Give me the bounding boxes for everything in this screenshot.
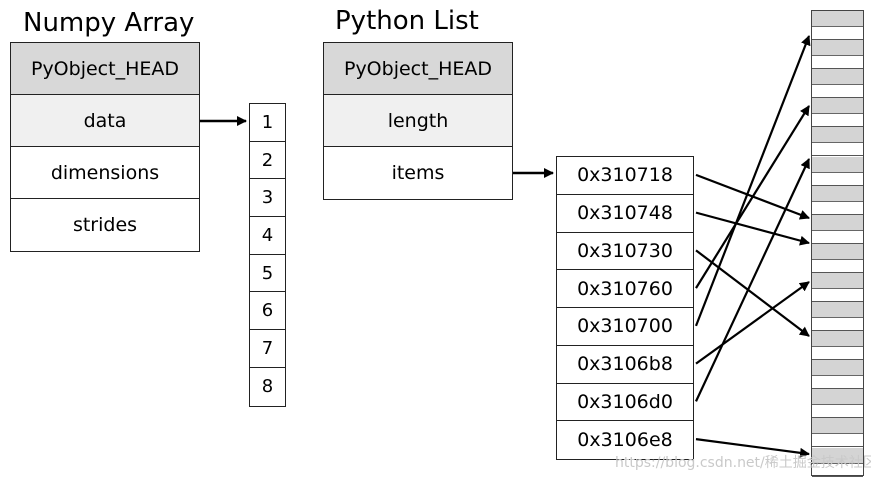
pointer-array: 0x310718 0x310748 0x310730 0x310760 0x31… [556, 156, 694, 460]
heap-pyobject-block [812, 11, 863, 41]
heap-pyobject-block [812, 127, 863, 157]
pointer-cell: 0x310700 [557, 308, 693, 346]
pointer-arrow [694, 35, 811, 327]
buffer-value: 8 [261, 376, 274, 398]
heap-pyobject-block [812, 69, 863, 99]
heap-pyobject-block [812, 98, 863, 128]
pylist-field-length: length [324, 95, 512, 147]
pointer-cell: 0x310730 [557, 233, 693, 271]
pointer-cell: 0x3106b8 [557, 346, 693, 384]
buffer-value: 2 [250, 142, 285, 180]
numpy-field-pyobject-head: PyObject_HEAD [11, 43, 199, 95]
buffer-value: 1 [250, 104, 285, 142]
pylist-field-pyobject-head: PyObject_HEAD [324, 43, 512, 95]
heap-pyobject-block [812, 418, 863, 448]
heap-pyobject-block [812, 272, 863, 302]
buffer-value: 6 [250, 292, 285, 331]
pointer-cell: 0x310760 [557, 270, 693, 308]
heap-memory [811, 10, 864, 477]
heap-pyobject-block [812, 331, 863, 361]
buffer-value: 3 [250, 179, 285, 218]
pointer-arrow [695, 105, 810, 289]
pointer-arrow [695, 281, 810, 365]
heap-pyobject-block [812, 40, 863, 70]
pointer-cell: 0x3106d0 [557, 384, 693, 422]
pointer-arrow [695, 158, 810, 402]
buffer-value: 4 [250, 217, 285, 255]
watermark-text: https://blog.csdn.net/稀土掘金技术社区 [615, 455, 871, 471]
buffer-value: 7 [250, 330, 285, 368]
numpy-data-buffer: 1 2 3 4 5 6 7 8 [249, 103, 286, 407]
numpy-field-data: data [11, 95, 199, 147]
numpy-field-dimensions: dimensions [11, 147, 199, 199]
heap-pyobject-block [812, 389, 863, 419]
pointer-arrow [695, 438, 810, 458]
buffer-value: 5 [250, 255, 285, 293]
heap-pyobject-block [812, 243, 863, 273]
python-list-title: Python List [335, 6, 479, 36]
heap-pyobject-block [812, 360, 863, 390]
numpy-array-title: Numpy Array [23, 8, 195, 38]
pointer-arrow [695, 249, 810, 337]
heap-pyobject-block [812, 302, 863, 332]
heap-pyobject-block [812, 185, 863, 215]
pointer-cell: 0x310748 [557, 195, 693, 233]
pointer-arrow [695, 211, 810, 246]
pointer-cell: 0x3106e8 [577, 429, 673, 452]
pointer-cell: 0x310718 [557, 157, 693, 195]
numpy-field-strides: strides [72, 214, 138, 236]
heap-pyobject-block [812, 447, 863, 477]
heap-pyobject-block [812, 156, 863, 186]
numpy-struct: PyObject_HEAD data dimensions strides [10, 42, 200, 252]
pylist-struct: PyObject_HEAD length items [323, 42, 513, 200]
heap-pyobject-block [812, 214, 863, 244]
pylist-field-items: items [391, 162, 445, 184]
